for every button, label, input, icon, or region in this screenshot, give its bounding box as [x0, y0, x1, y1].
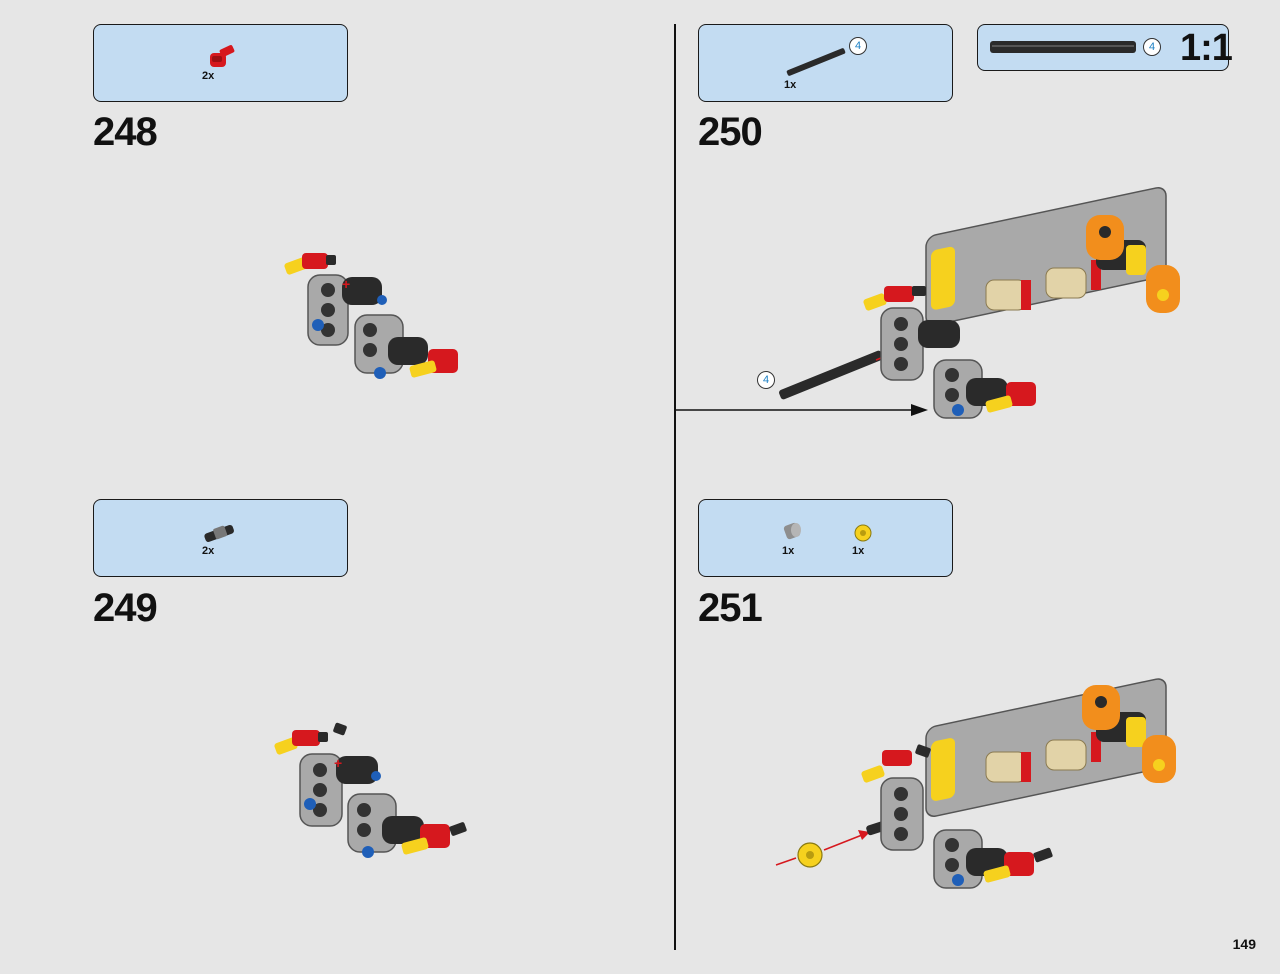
parts-list-box-step-248: 2x	[93, 24, 348, 102]
axle-callout-badge: 4	[757, 371, 775, 389]
black-axle-connector-icon	[204, 524, 234, 542]
part-qty: 2x	[202, 70, 215, 82]
assembly-illustration-step-248: +	[284, 253, 458, 379]
scale-reference-box: 4 1:1	[977, 24, 1233, 71]
parts-list-box-step-250: 4 1x	[698, 24, 953, 102]
step-number-250: 250	[698, 110, 763, 154]
svg-text:+: +	[342, 276, 350, 292]
assembly-illustration-step-250	[676, 186, 1180, 419]
assembly-illustration-step-249: +	[274, 722, 467, 858]
assembly-illustration-step-251	[775, 678, 1176, 889]
yellow-half-bush-icon	[854, 524, 872, 542]
axle-length-badge: 4	[849, 37, 867, 55]
parts-list-box-step-249: 2x	[93, 499, 348, 577]
part-qty: 2x	[202, 545, 215, 557]
part-qty: 1x	[782, 545, 795, 557]
black-axle-icon	[786, 48, 846, 76]
svg-text:+: +	[334, 755, 342, 771]
parts-list-box-step-251: 1x 1x	[698, 499, 953, 577]
column-divider	[674, 24, 676, 950]
part-qty: 1x	[852, 545, 865, 557]
red-axle-pin-icon	[210, 45, 235, 67]
step-number-248: 248	[93, 110, 158, 154]
step-number-251: 251	[698, 586, 763, 630]
scale-ratio-label: 1:1	[1180, 27, 1233, 69]
step-number-249: 249	[93, 586, 158, 630]
page-number: 149	[1232, 936, 1256, 952]
scale-length-badge: 4	[1143, 38, 1161, 56]
axle-scale-reference	[990, 41, 1136, 53]
grey-bush-icon	[783, 522, 801, 540]
part-qty: 1x	[784, 79, 797, 91]
